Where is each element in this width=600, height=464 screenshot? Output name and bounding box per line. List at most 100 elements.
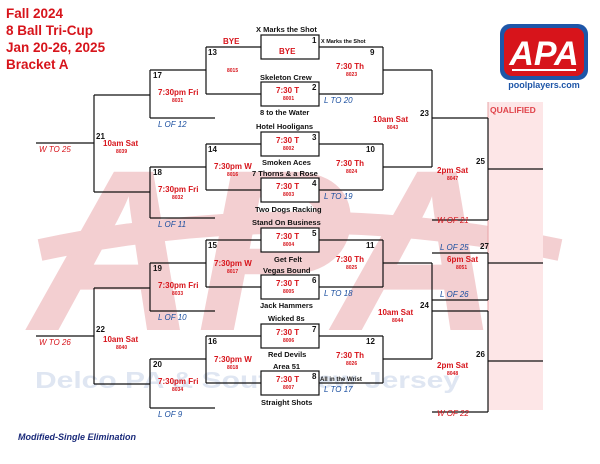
match-14-number: 14 (208, 145, 217, 154)
match-21-number: 21 (96, 132, 105, 141)
match-10-time: 7:30 Th (336, 159, 365, 168)
match-8-code: 8007 (283, 385, 295, 391)
route-l-of-25: L OF 25 (440, 243, 469, 252)
match-23-number: 23 (420, 109, 429, 118)
match-16-time: 7:30pm W (214, 355, 252, 364)
match-16-code: 8018 (227, 365, 239, 371)
team-jack-hammers: Jack Hammers (260, 301, 313, 310)
team-x-marks: X Marks the Shot (256, 25, 317, 34)
title-bracket: Bracket A (6, 57, 69, 72)
match-3-code: 8002 (283, 146, 295, 152)
match-1-number: 1 (312, 36, 317, 45)
match-11-number: 11 (366, 241, 375, 250)
match-2-time: 7:30 T (276, 86, 300, 95)
match-15-time: 7:30pm W (214, 259, 252, 268)
team-area-51: Area 51 (273, 362, 301, 371)
team-red-devils: Red Devils (268, 350, 307, 359)
match-21-code: 8039 (116, 149, 128, 155)
match-6-time: 7:30 T (276, 279, 300, 288)
team-smoken-aces: Smoken Aces (262, 158, 311, 167)
match-19-number: 19 (153, 264, 162, 273)
team-x-marks-small: X Marks the Shot (321, 39, 366, 45)
route-l-of-26: L OF 26 (440, 290, 469, 299)
match-7-time: 7:30 T (276, 328, 300, 337)
match-7-code: 8006 (283, 338, 295, 344)
route-l-to-19: L TO 19 (324, 192, 353, 201)
match-23-time: 10am Sat (373, 115, 409, 124)
match-13-code: 8015 (227, 68, 239, 74)
match-21-time: 10am Sat (103, 139, 139, 148)
match-14-code: 8016 (227, 172, 239, 178)
apa-logo: APA poolplayers.com (498, 22, 590, 90)
match-18-code: 8032 (172, 195, 184, 201)
match-20-time: 7:30pm Fri (158, 377, 199, 386)
route-w-to-26: W TO 26 (39, 338, 71, 347)
match-20-code: 8034 (172, 387, 184, 393)
match-12-code: 8026 (346, 361, 358, 367)
route-l-to-17: L TO 17 (324, 385, 353, 394)
team-stand-on-business: Stand On Business (252, 218, 321, 227)
match-12-time: 7:30 Th (336, 351, 365, 360)
match-15-code: 8017 (227, 269, 239, 275)
match-23-code: 8043 (387, 125, 399, 131)
match-9-number: 9 (370, 48, 375, 57)
team-hotel-hooligans: Hotel Hooligans (256, 122, 314, 131)
match-3-time: 7:30 T (276, 136, 300, 145)
title-season: Fall 2024 (6, 6, 64, 21)
match-26-number: 26 (476, 350, 485, 359)
bye-box: BYE (279, 47, 296, 56)
bye-label: BYE (223, 37, 240, 46)
match-27-time: 6pm Sat (447, 255, 479, 264)
route-l-of-12: L OF 12 (158, 120, 187, 129)
match-9-time: 7:30 Th (336, 62, 365, 71)
match-27-number: 27 (480, 242, 489, 251)
match-10-code: 8024 (346, 169, 358, 175)
match-5-time: 7:30 T (276, 232, 300, 241)
match-8-number: 8 (312, 372, 317, 381)
svg-text:APA: APA (508, 35, 578, 73)
watermark-text: Delco PA & South New Jersey (35, 367, 460, 393)
match-17-time: 7:30pm Fri (158, 88, 199, 97)
team-all-in-the-wrist: All in the Wrist (320, 377, 362, 383)
match-12-number: 12 (366, 337, 375, 346)
match-26-time: 2pm Sat (437, 361, 469, 370)
match-25-time: 2pm Sat (437, 166, 469, 175)
match-26-code: 8048 (447, 371, 459, 377)
match-11-code: 8025 (346, 265, 358, 271)
match-27-code: 8051 (456, 265, 468, 271)
match-4-number: 4 (312, 179, 317, 188)
match-24-code: 8044 (392, 318, 404, 324)
match-2-number: 2 (312, 83, 317, 92)
match-14-time: 7:30pm W (214, 162, 252, 171)
svg-text:poolplayers.com: poolplayers.com (508, 80, 580, 90)
match-9-code: 8023 (346, 72, 358, 78)
apa-logo-icon: APA poolplayers.com (500, 24, 588, 90)
match-5-code: 8004 (283, 242, 295, 248)
team-skeleton-crew: Skeleton Crew (260, 73, 312, 82)
match-4-time: 7:30 T (276, 182, 300, 191)
match-10-number: 10 (366, 145, 375, 154)
route-l-of-11: L OF 11 (158, 220, 187, 229)
title-dates: Jan 20-26, 2025 (6, 40, 106, 55)
match-4-code: 8003 (283, 192, 295, 198)
match-24-time: 10am Sat (378, 308, 414, 317)
match-6-code: 8005 (283, 289, 295, 295)
team-vegas-bound: Vegas Bound (263, 266, 311, 275)
route-l-to-20: L TO 20 (324, 96, 353, 105)
match-3-number: 3 (312, 133, 317, 142)
match-17-code: 8031 (172, 98, 184, 104)
match-18-time: 7:30pm Fri (158, 185, 199, 194)
route-w-of-22: W OF 22 (437, 409, 469, 418)
match-25-code: 8047 (447, 176, 459, 182)
match-2-code: 8001 (283, 96, 295, 102)
match-15-number: 15 (208, 241, 217, 250)
route-l-of-10: L OF 10 (158, 313, 187, 322)
route-w-of-21: W OF 21 (437, 216, 469, 225)
match-17-number: 17 (153, 71, 162, 80)
match-11-time: 7:30 Th (336, 255, 365, 264)
match-22-time: 10am Sat (103, 335, 139, 344)
team-7-thorns: 7 Thorns & a Rose (252, 169, 318, 178)
match-13-number: 13 (208, 48, 217, 57)
